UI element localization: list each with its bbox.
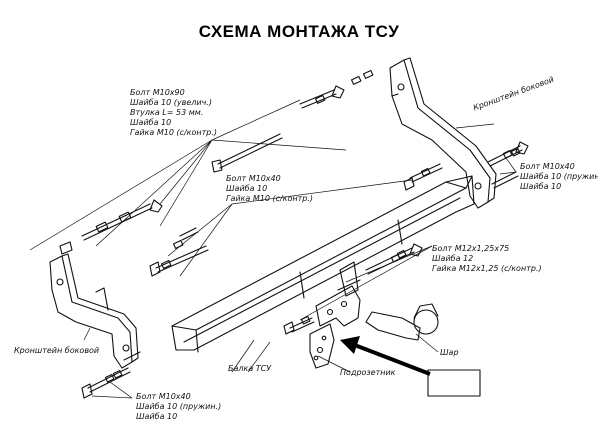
blank-label-box xyxy=(427,369,481,397)
bolt-group-upper-left xyxy=(59,69,374,255)
diagram-title: СХЕМА МОНТАЖА ТСУ xyxy=(198,22,400,41)
bolt-group-right xyxy=(487,141,529,189)
bolt-m10x40-center-label: Болт М10х40 Шайба 10 Гайка М10 (с/контр.… xyxy=(226,174,314,203)
bolt-group-m12 xyxy=(283,243,423,335)
central-mount xyxy=(315,261,361,327)
tow-ball xyxy=(365,303,439,341)
leader-lines xyxy=(29,99,517,399)
bolt-m10x40-left-label: Болт М10х40 Шайба 10 (пружин.) Шайба 10 xyxy=(136,392,222,421)
bolt-group-center xyxy=(149,163,443,277)
bolt-m10x40-right-label: Болт М10х40 Шайба 10 (пружин.) Шайба 10 xyxy=(520,162,598,191)
bolt-m10x90-group-label: Болт М10х90 Шайба 10 (увелич.) Втулка L=… xyxy=(130,88,218,137)
beam-label: Балка ТСУ xyxy=(228,364,272,373)
tow-bar-beam xyxy=(171,175,475,353)
right-side-bracket xyxy=(389,57,497,209)
arrow xyxy=(340,336,431,376)
socket-plate xyxy=(309,323,335,369)
ball-label: Шар xyxy=(440,348,459,357)
bracket-left-label: Кронштейн боковой xyxy=(14,346,100,355)
left-side-bracket xyxy=(49,253,139,369)
socket-plate-label: Подрозетник xyxy=(340,368,396,377)
bolt-m12-group-label: Болт М12х1,25х75 Шайба 12 Гайка М12х1,25… xyxy=(432,244,542,273)
